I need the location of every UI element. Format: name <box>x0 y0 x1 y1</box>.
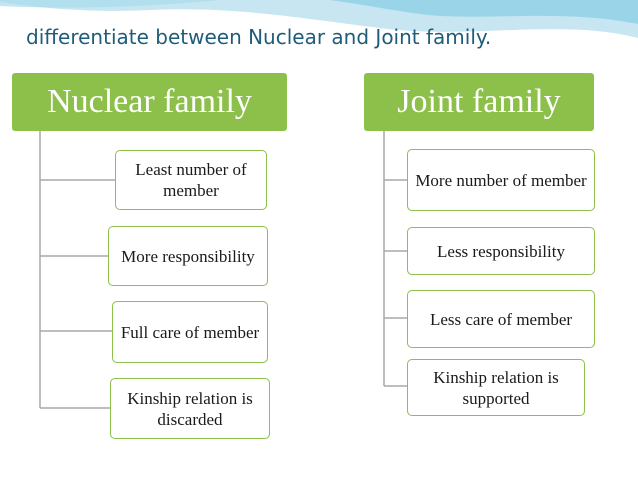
nuclear-item-1: Least number of member <box>115 150 267 210</box>
joint-item-1: More number of member <box>407 149 595 211</box>
joint-item-3: Less care of member <box>407 290 595 348</box>
nuclear-family-header: Nuclear family <box>12 73 287 131</box>
slide-title: differentiate between Nuclear and Joint … <box>26 25 492 49</box>
joint-item-2: Less responsibility <box>407 227 595 275</box>
nuclear-item-4: Kinship relation is discarded <box>110 378 270 439</box>
decorative-wave-banner <box>0 0 638 38</box>
nuclear-item-3: Full care of member <box>112 301 268 363</box>
nuclear-item-2: More responsibility <box>108 226 268 286</box>
joint-family-header: Joint family <box>364 73 594 131</box>
joint-item-4: Kinship relation is supported <box>407 359 585 416</box>
